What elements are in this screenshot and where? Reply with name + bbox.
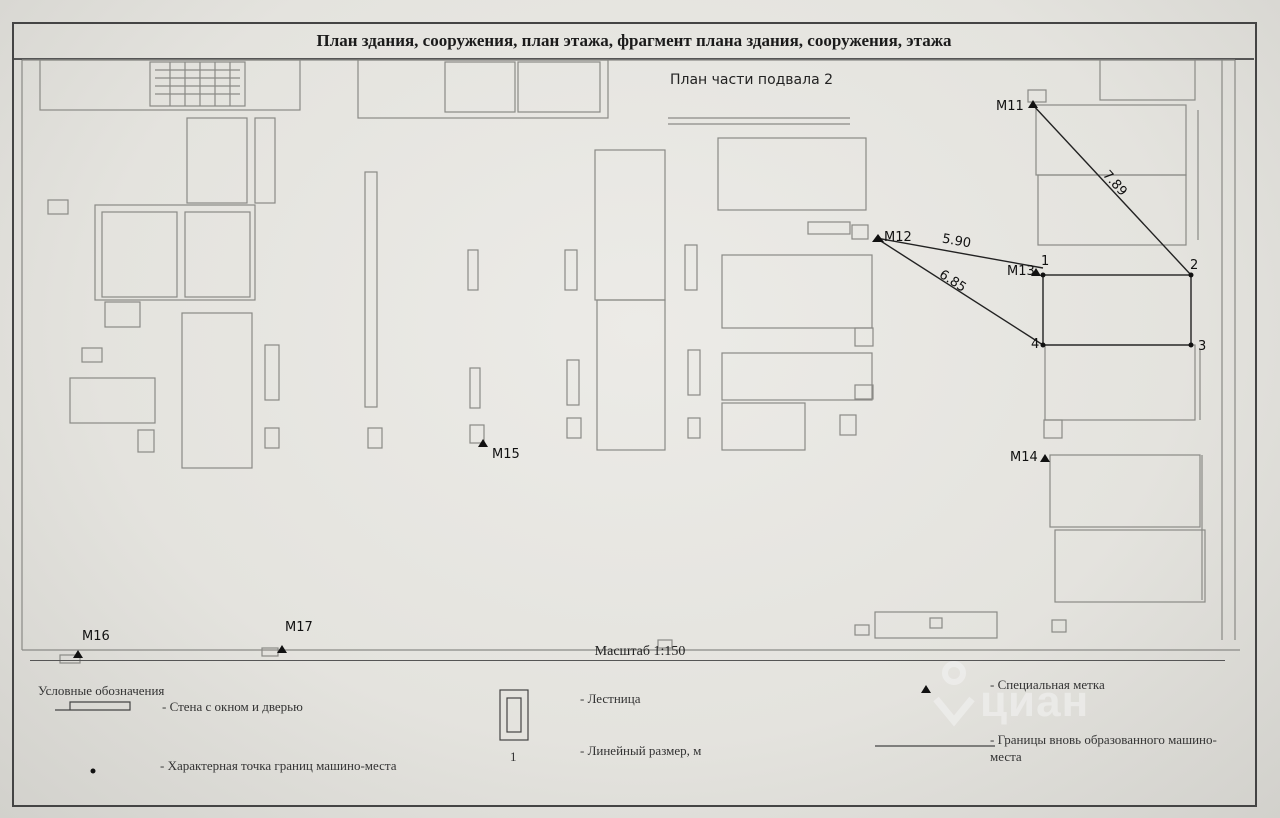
legend-wall-symbol xyxy=(55,701,131,711)
parking-space-center-bottom xyxy=(596,299,666,451)
marker-m16: M16 xyxy=(82,629,110,644)
legend-divider xyxy=(30,660,1225,661)
parking-space-98 xyxy=(721,254,873,329)
special-mark-m13 xyxy=(1031,268,1041,276)
marker-m13: M13 xyxy=(1007,264,1035,279)
marker-m12: M12 xyxy=(884,230,912,245)
parking-space-left xyxy=(69,377,156,424)
cian-logo-icon xyxy=(933,661,975,727)
parking-space-r4 xyxy=(1044,344,1196,421)
special-mark-m17 xyxy=(277,645,287,653)
legend-wall-label: - Стена с окном и дверью xyxy=(162,699,303,714)
legend-special-mark-symbol xyxy=(921,685,931,693)
legend-linear-dim-label: - Линейный размер, м xyxy=(580,743,702,758)
legend-stairs-label: - Лестница xyxy=(580,691,641,706)
legend-boundary-point-symbol xyxy=(90,768,96,774)
boundary-point-label-4: 4 xyxy=(1031,337,1040,352)
plan-part-title: План части подвала 2 xyxy=(670,72,834,88)
cian-watermark: циан xyxy=(930,655,1160,755)
legend-special-mark-label: - Специальная метка xyxy=(990,677,1105,692)
boundary-point-label-1: 1 xyxy=(1041,254,1050,269)
scale-label: Масштаб 1:150 xyxy=(594,644,686,659)
special-mark-m12 xyxy=(872,234,884,242)
parking-space-r5 xyxy=(1049,454,1201,528)
marker-m11: M11 xyxy=(996,99,1024,114)
legend-linear-dim-sample: 1 xyxy=(510,749,517,764)
boundary-point-label-3: 3 xyxy=(1198,339,1207,354)
legend-stairs-symbol xyxy=(499,689,529,741)
marker-m15: M15 xyxy=(492,447,520,462)
parking-space-r6 xyxy=(1054,529,1206,603)
dimension-line-m12-m13 xyxy=(875,237,1044,269)
legend-title: Условные обозначения xyxy=(38,683,165,698)
special-mark-m14 xyxy=(1040,454,1050,462)
parking-space-99 xyxy=(721,352,873,401)
parking-space-97 xyxy=(717,137,867,211)
marker-m17: M17 xyxy=(285,620,313,635)
dimension-line-m12-p4 xyxy=(875,237,1044,346)
legend-boundary-point-label: - Характерная точка границ машино-места xyxy=(160,758,397,773)
stairwell xyxy=(149,61,246,107)
boundary-point-3 xyxy=(1188,342,1194,348)
parking-space-r1 xyxy=(1035,104,1187,176)
new-parking-space-boundary xyxy=(1042,274,1192,346)
boundary-point-label-2: 2 xyxy=(1190,258,1199,273)
parking-space-100 xyxy=(721,402,806,451)
boundary-point-1 xyxy=(1040,272,1046,278)
dimension-line-m11 xyxy=(1031,103,1192,276)
outer-wall xyxy=(21,59,1236,650)
parking-space-center-top xyxy=(594,149,666,301)
boundary-point-2 xyxy=(1188,272,1194,278)
special-mark-m15 xyxy=(478,439,488,447)
marker-m14: M14 xyxy=(1010,450,1038,465)
room-top-right xyxy=(1099,59,1196,101)
boundary-point-4 xyxy=(1040,342,1046,348)
parking-space-r2 xyxy=(1037,174,1187,246)
cian-brand-text: циан xyxy=(980,677,1090,726)
parking-space-large xyxy=(181,312,253,469)
legend-parking-boundary-label: - Границы вновь образованного машино-мес… xyxy=(990,732,1217,764)
room-top-left xyxy=(39,59,301,111)
sheet-title: План здания, сооружения, план этажа, фра… xyxy=(14,24,1254,60)
special-mark-m11 xyxy=(1028,100,1038,108)
special-mark-m16 xyxy=(73,650,83,658)
sheet-frame xyxy=(12,22,1257,807)
room-top-middle xyxy=(357,59,609,119)
